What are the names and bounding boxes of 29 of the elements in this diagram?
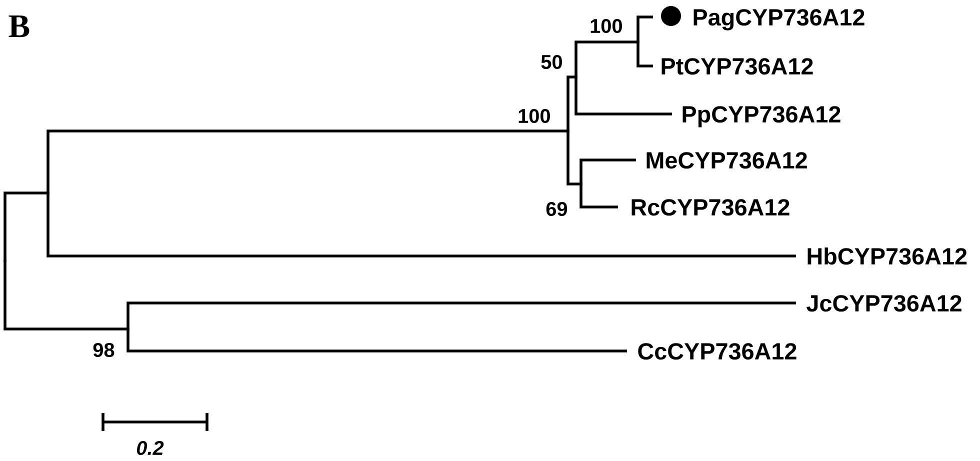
bootstrap-value: 69 bbox=[546, 202, 568, 216]
taxon-label: HbCYP736A12 bbox=[808, 247, 967, 265]
taxon-label: PagCYP736A12 bbox=[694, 9, 864, 30]
taxon-label: PtCYP736A12 bbox=[662, 58, 813, 75]
tree-branch bbox=[580, 184, 618, 208]
tree-branch bbox=[636, 16, 653, 42]
taxon-label: JcCYP736A12 bbox=[806, 295, 962, 312]
taxon-label: PpCYP736A12 bbox=[682, 106, 840, 128]
tree-branch bbox=[566, 76, 576, 131]
tree-branch bbox=[126, 329, 627, 352]
tree-branch bbox=[566, 131, 581, 186]
taxon-label: RcCYP736A12 bbox=[632, 199, 790, 216]
tree-branch bbox=[46, 193, 796, 258]
tree-branch bbox=[46, 130, 568, 193]
taxon-label: CcCYP736A12 bbox=[638, 343, 796, 360]
tree-branch bbox=[574, 77, 672, 116]
tree-branch bbox=[574, 40, 638, 77]
scale-label: 0.2 bbox=[137, 440, 164, 456]
bootstrap-value: 98 bbox=[93, 342, 114, 358]
tree-branch bbox=[4, 261, 128, 330]
tree-branch bbox=[636, 42, 653, 68]
taxon-label: MeCYP736A12 bbox=[646, 152, 807, 169]
panel-letter: B bbox=[8, 15, 30, 38]
bootstrap-value: 100 bbox=[518, 108, 550, 124]
tree-branch bbox=[580, 158, 636, 184]
tree-branch bbox=[4, 192, 48, 261]
bootstrap-value: 50 bbox=[541, 54, 562, 70]
tree-branch bbox=[126, 302, 796, 329]
bootstrap-value: 100 bbox=[590, 18, 622, 34]
